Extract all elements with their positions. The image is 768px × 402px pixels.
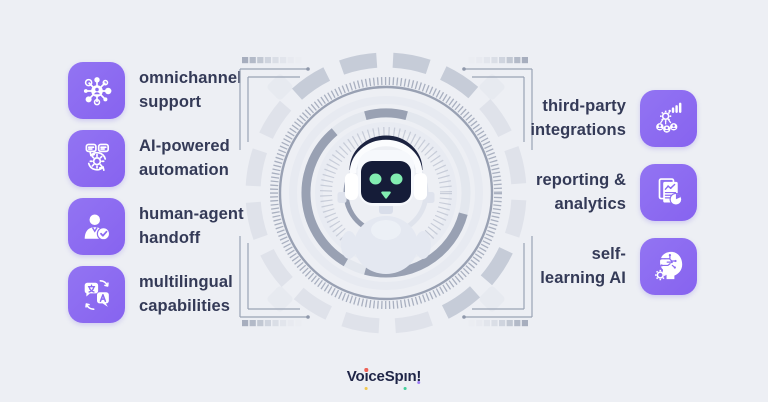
bracket-dots	[306, 67, 466, 319]
feature-item-ai-powered-automation: AI-powered automation	[68, 130, 230, 187]
feature-item-reporting-analytics: reporting & analytics	[536, 164, 697, 221]
omnichannel-network-icon	[68, 62, 125, 119]
feature-label: omnichannel support	[139, 69, 242, 111]
people-nodes	[655, 122, 677, 133]
integrations-chart-icon	[640, 90, 697, 147]
corner-brackets	[239, 68, 533, 318]
outer-tick-ring	[270, 77, 502, 309]
logo-exclamation: !	[416, 368, 422, 385]
feature-item-multilingual-capabilities: multilingual capabilities	[68, 266, 233, 323]
robot-arm-left	[341, 231, 357, 259]
feature-label: self- learning AI	[540, 245, 626, 287]
robot-eye-right	[390, 173, 403, 185]
gear	[654, 269, 665, 280]
feature-item-self-learning-ai: self- learning AI	[540, 238, 697, 295]
faint-diamonds	[267, 74, 505, 312]
human-agent-check-icon	[68, 198, 125, 255]
feature-label: AI-powered automation	[139, 137, 230, 179]
feature-label: human-agent handoff	[139, 205, 244, 247]
robot-body	[354, 216, 418, 274]
ai-head-icon	[640, 238, 697, 295]
ai-bot-hub-graphic	[234, 46, 538, 342]
circuit-nodes	[658, 253, 677, 269]
feature-label: third-party integrations	[530, 97, 626, 139]
headphone-band	[349, 139, 423, 174]
outer-dashed-ring	[245, 52, 527, 334]
feature-label: multilingual capabilities	[139, 273, 233, 315]
logo-i-coral: ı	[364, 368, 369, 385]
footer: VoıceSpın!	[0, 366, 768, 387]
robot-arm-right	[415, 231, 431, 259]
robot-eye-left	[369, 173, 382, 185]
robot-face-screen	[361, 161, 411, 203]
robot-mascot	[337, 135, 435, 274]
ear-cup-right	[414, 173, 427, 200]
voicespin-logo: VoıceSpın!	[346, 368, 422, 385]
ear-cup-left	[345, 173, 358, 200]
feature-item-human-agent-handoff: human-agent handoff	[68, 198, 244, 255]
logo-i-teal: ı	[403, 368, 408, 385]
feature-item-omnichannel-support: omnichannel support	[68, 62, 242, 119]
feature-label: reporting & analytics	[535, 171, 626, 213]
inner-tick-ring	[320, 127, 452, 259]
solid-ring	[278, 85, 494, 301]
robot-mouth	[381, 191, 391, 199]
automation-gear-icon	[68, 130, 125, 187]
pixel-dot-rows	[242, 57, 528, 327]
reporting-analytics-icon	[640, 164, 697, 221]
translation-icon	[68, 266, 125, 323]
feature-item-third-party-integrations: third-party integrations	[530, 90, 697, 147]
